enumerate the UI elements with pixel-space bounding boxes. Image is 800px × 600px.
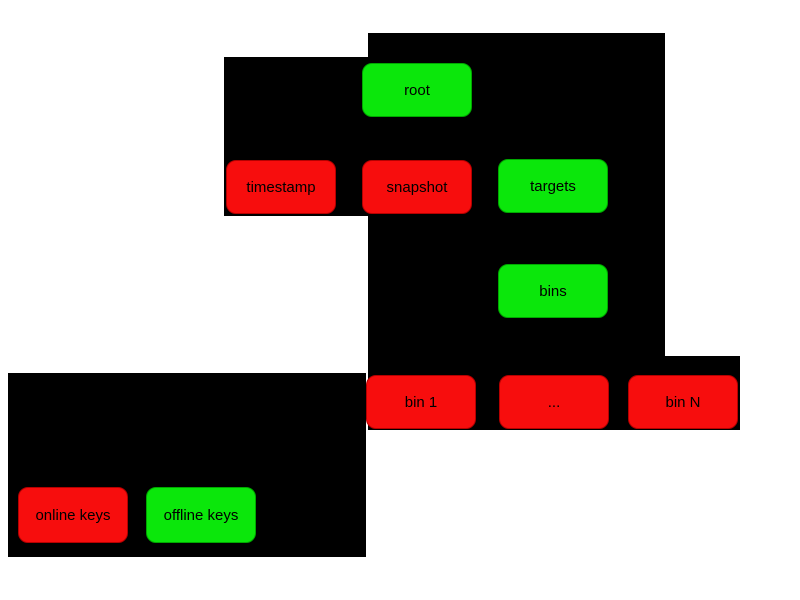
node-bins: bins [498,264,608,318]
node-bins-label: bins [539,282,567,300]
legend-online-keys: online keys [18,487,128,543]
node-bin-n-label: bin N [665,393,701,411]
node-root: root [362,63,472,117]
legend-offline-keys-label: offline keys [163,506,239,524]
node-timestamp: timestamp [226,160,336,214]
legend-offline-keys: offline keys [146,487,256,543]
node-bin-ellipsis: ... [499,375,609,429]
node-snapshot: snapshot [362,160,472,214]
node-targets-label: targets [530,177,576,195]
node-targets: targets [498,159,608,213]
node-bin-ellipsis-label: ... [547,393,561,411]
node-snapshot-label: snapshot [386,178,448,196]
node-bin-1-label: bin 1 [404,393,438,411]
node-bin-n: bin N [628,375,738,429]
node-bin-1: bin 1 [366,375,476,429]
legend-online-keys-label: online keys [35,506,111,524]
node-root-label: root [404,81,430,99]
node-timestamp-label: timestamp [246,178,316,196]
